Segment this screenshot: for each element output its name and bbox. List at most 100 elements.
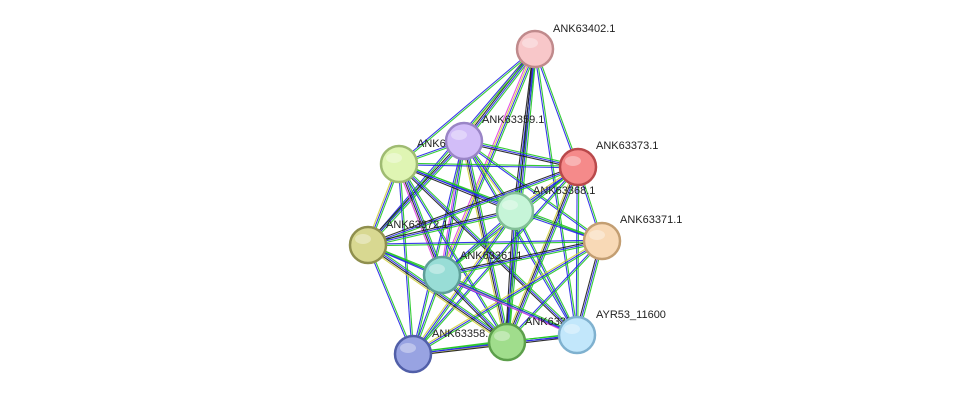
edge-line — [441, 275, 577, 337]
edge-line — [413, 241, 604, 356]
edge-ANK63371.1-ANK63361.1 — [441, 238, 603, 278]
edge-ANK63402.1-ANK63361.1 — [439, 47, 538, 277]
network-edges — [365, 47, 605, 357]
edge-line — [506, 240, 602, 342]
node-label: ANK63402.1 — [553, 23, 615, 35]
node-label: ANK63358.1 — [432, 328, 494, 340]
edge-line — [514, 48, 536, 212]
node-circle[interactable] — [348, 225, 388, 265]
node-highlight — [400, 343, 416, 353]
node-ANK63358.1[interactable]: ANK63358.1 — [393, 328, 494, 374]
node-circle[interactable] — [422, 255, 462, 295]
edge-line — [413, 167, 580, 355]
node-AYR53_11600[interactable]: AYR53_11600 — [557, 309, 666, 355]
edge-line — [399, 162, 579, 335]
edge-line — [506, 210, 516, 343]
node-circle[interactable] — [487, 322, 527, 362]
edge-line — [508, 211, 518, 343]
edge-line — [411, 140, 464, 354]
node-highlight — [386, 153, 402, 163]
edge-line — [463, 142, 578, 170]
node-ANK63359.1[interactable]: ANK63359.1 — [444, 114, 544, 161]
edge-line — [367, 210, 516, 246]
edge-line — [464, 140, 579, 335]
edge-ANK63373.1-ANK63372.1 — [367, 164, 579, 248]
edge-line — [368, 167, 579, 248]
edge-line — [366, 245, 413, 355]
edge-line — [442, 273, 578, 335]
edge-line — [398, 164, 515, 213]
node-ANK63372.1[interactable]: ANK63372.1 — [348, 219, 448, 265]
edge-line — [512, 48, 534, 211]
node-ANK63357.1[interactable]: ANK6335 — [487, 316, 572, 362]
edge-ANK63402.1-ANK63373.1 — [533, 48, 580, 168]
edge-line — [411, 166, 578, 354]
node-circle[interactable] — [558, 147, 598, 187]
node-circle[interactable] — [379, 144, 419, 184]
edge-line — [367, 245, 507, 344]
edge-line — [442, 49, 537, 276]
edge-line — [464, 139, 603, 241]
edge-line — [399, 163, 509, 342]
edge-ANK63359.1-ANK63361.1 — [439, 140, 467, 276]
edge-line — [577, 167, 580, 336]
edge-line — [463, 140, 579, 168]
node-highlight — [589, 230, 605, 240]
node-circle[interactable] — [444, 121, 484, 161]
edge-line — [504, 210, 514, 342]
node-label: ANK63371.1 — [620, 214, 682, 226]
node-circle[interactable] — [393, 334, 433, 374]
node-circle[interactable] — [495, 191, 535, 231]
node-highlight — [355, 234, 371, 244]
node-ANK63368.1[interactable]: ANK63368.1 — [495, 185, 595, 231]
edge-ANK63372.1-ANK63358.1 — [366, 244, 415, 355]
edge-line — [413, 141, 466, 355]
node-label: ANK6 — [417, 138, 446, 150]
node-ANK63361.1[interactable]: ANK63361.1 — [422, 250, 522, 295]
edge-line — [399, 163, 444, 275]
edge-line — [535, 48, 580, 167]
edge-line — [443, 49, 538, 277]
edge-line — [399, 162, 579, 167]
edge-ANK63368.1-ANK63357.1 — [504, 210, 518, 343]
node-ANK63371.1[interactable]: ANK63371.1 — [582, 214, 682, 261]
node-label: ANK6335 — [525, 316, 572, 328]
edge-line — [442, 242, 603, 278]
edge-line — [464, 138, 579, 166]
node-label: AYR53_11600 — [596, 309, 666, 321]
edge-line — [441, 274, 578, 336]
edge-line — [398, 47, 535, 164]
edge-ANK63359.1-ANK63358.1 — [411, 140, 466, 355]
node-highlight — [494, 331, 510, 341]
edge-line — [412, 240, 603, 355]
node-circle[interactable] — [582, 221, 622, 261]
edge-line — [508, 167, 581, 344]
edge-line — [367, 164, 578, 245]
edge-line — [439, 47, 534, 275]
edge-line — [367, 239, 602, 245]
edge-line — [411, 209, 515, 354]
edge-line — [507, 241, 603, 343]
edge-ANK63359.1-AYR53_11600 — [462, 140, 579, 336]
node-highlight — [451, 130, 467, 140]
edge-line — [441, 240, 603, 276]
edge-ANK63373.1-AYR53_11600 — [575, 166, 580, 336]
node-ANK63402.1[interactable]: ANK63402.1 — [515, 23, 615, 69]
node-ANK63373.1[interactable]: ANK63373.1 — [558, 140, 658, 187]
edge-line — [411, 239, 602, 354]
edge-line — [397, 164, 507, 343]
node-circle[interactable] — [515, 29, 555, 69]
node-label: ANK63359.1 — [482, 114, 544, 126]
node-circle[interactable] — [557, 315, 597, 355]
node-ANK63360.1[interactable]: ANK6 — [379, 138, 446, 184]
edge-ANK63373.1-ANK63358.1 — [411, 166, 580, 355]
edge-line — [575, 166, 578, 335]
edge-ANK63359.1-ANK63373.1 — [463, 138, 579, 170]
edge-line — [397, 164, 442, 276]
node-highlight — [565, 156, 581, 166]
edge-ANK63371.1-ANK63372.1 — [367, 239, 603, 247]
edge-ANK63361.1-AYR53_11600 — [441, 273, 578, 337]
edge-line — [440, 48, 535, 275]
